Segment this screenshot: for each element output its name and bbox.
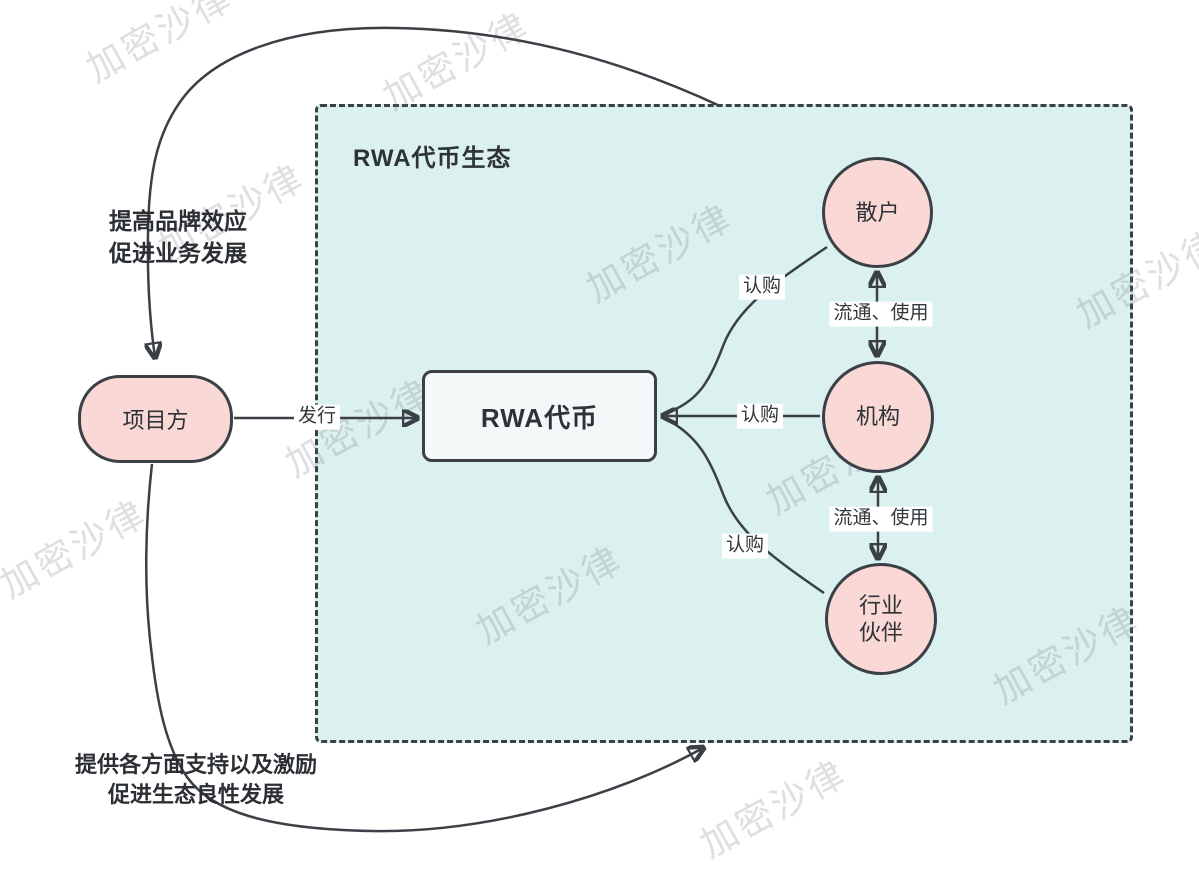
edge-subscribe-partner-curve	[665, 417, 825, 595]
annotation-support-line1: 提供各方面支持以及激励	[74, 752, 318, 777]
annotation-brand-effect: 提高品牌效应 促进业务发展	[109, 205, 247, 269]
annotation-brand-line1: 提高品牌效应	[109, 208, 247, 234]
edge-label-subscribe-retail: 认购	[738, 274, 786, 300]
node-project-party-label: 项目方	[122, 408, 189, 433]
edge-label-subscribe-institution: 认购	[736, 403, 784, 429]
node-institutions: 机构	[822, 361, 934, 473]
edge-label-subscribe-partner: 认购	[721, 533, 769, 559]
edge-label-circulate-bottom: 流通、使用	[829, 506, 933, 532]
edge-brand-feedback-curve	[148, 26, 721, 357]
node-rwa-token-label: RWA代币	[480, 402, 599, 433]
edge-subscribe-retail-curve	[665, 245, 828, 415]
node-institutions-label: 机构	[855, 404, 900, 430]
edge-support-feedback-curve	[145, 463, 703, 833]
node-industry-partners-label: 行业 伙伴	[859, 592, 903, 647]
ecosystem-title: RWA代币生态	[353, 145, 512, 172]
node-industry-partners-line1: 行业	[858, 592, 903, 618]
annotation-brand-line2: 促进业务发展	[109, 240, 247, 266]
node-rwa-token: RWA代币	[422, 370, 657, 462]
edge-label-circulate-top: 流通、使用	[829, 301, 933, 327]
node-retail-investors: 散户	[822, 157, 933, 268]
node-industry-partners-line2: 伙伴	[858, 620, 903, 645]
annotation-support-incentive: 提供各方面支持以及激励 促进生态良性发展	[75, 750, 317, 810]
node-project-party: 项目方	[78, 375, 233, 463]
annotation-support-line2: 促进生态良性发展	[107, 782, 285, 807]
node-industry-partners: 行业 伙伴	[825, 563, 937, 675]
edge-label-issue: 发行	[293, 404, 341, 430]
node-retail-investors-label: 散户	[855, 199, 900, 225]
